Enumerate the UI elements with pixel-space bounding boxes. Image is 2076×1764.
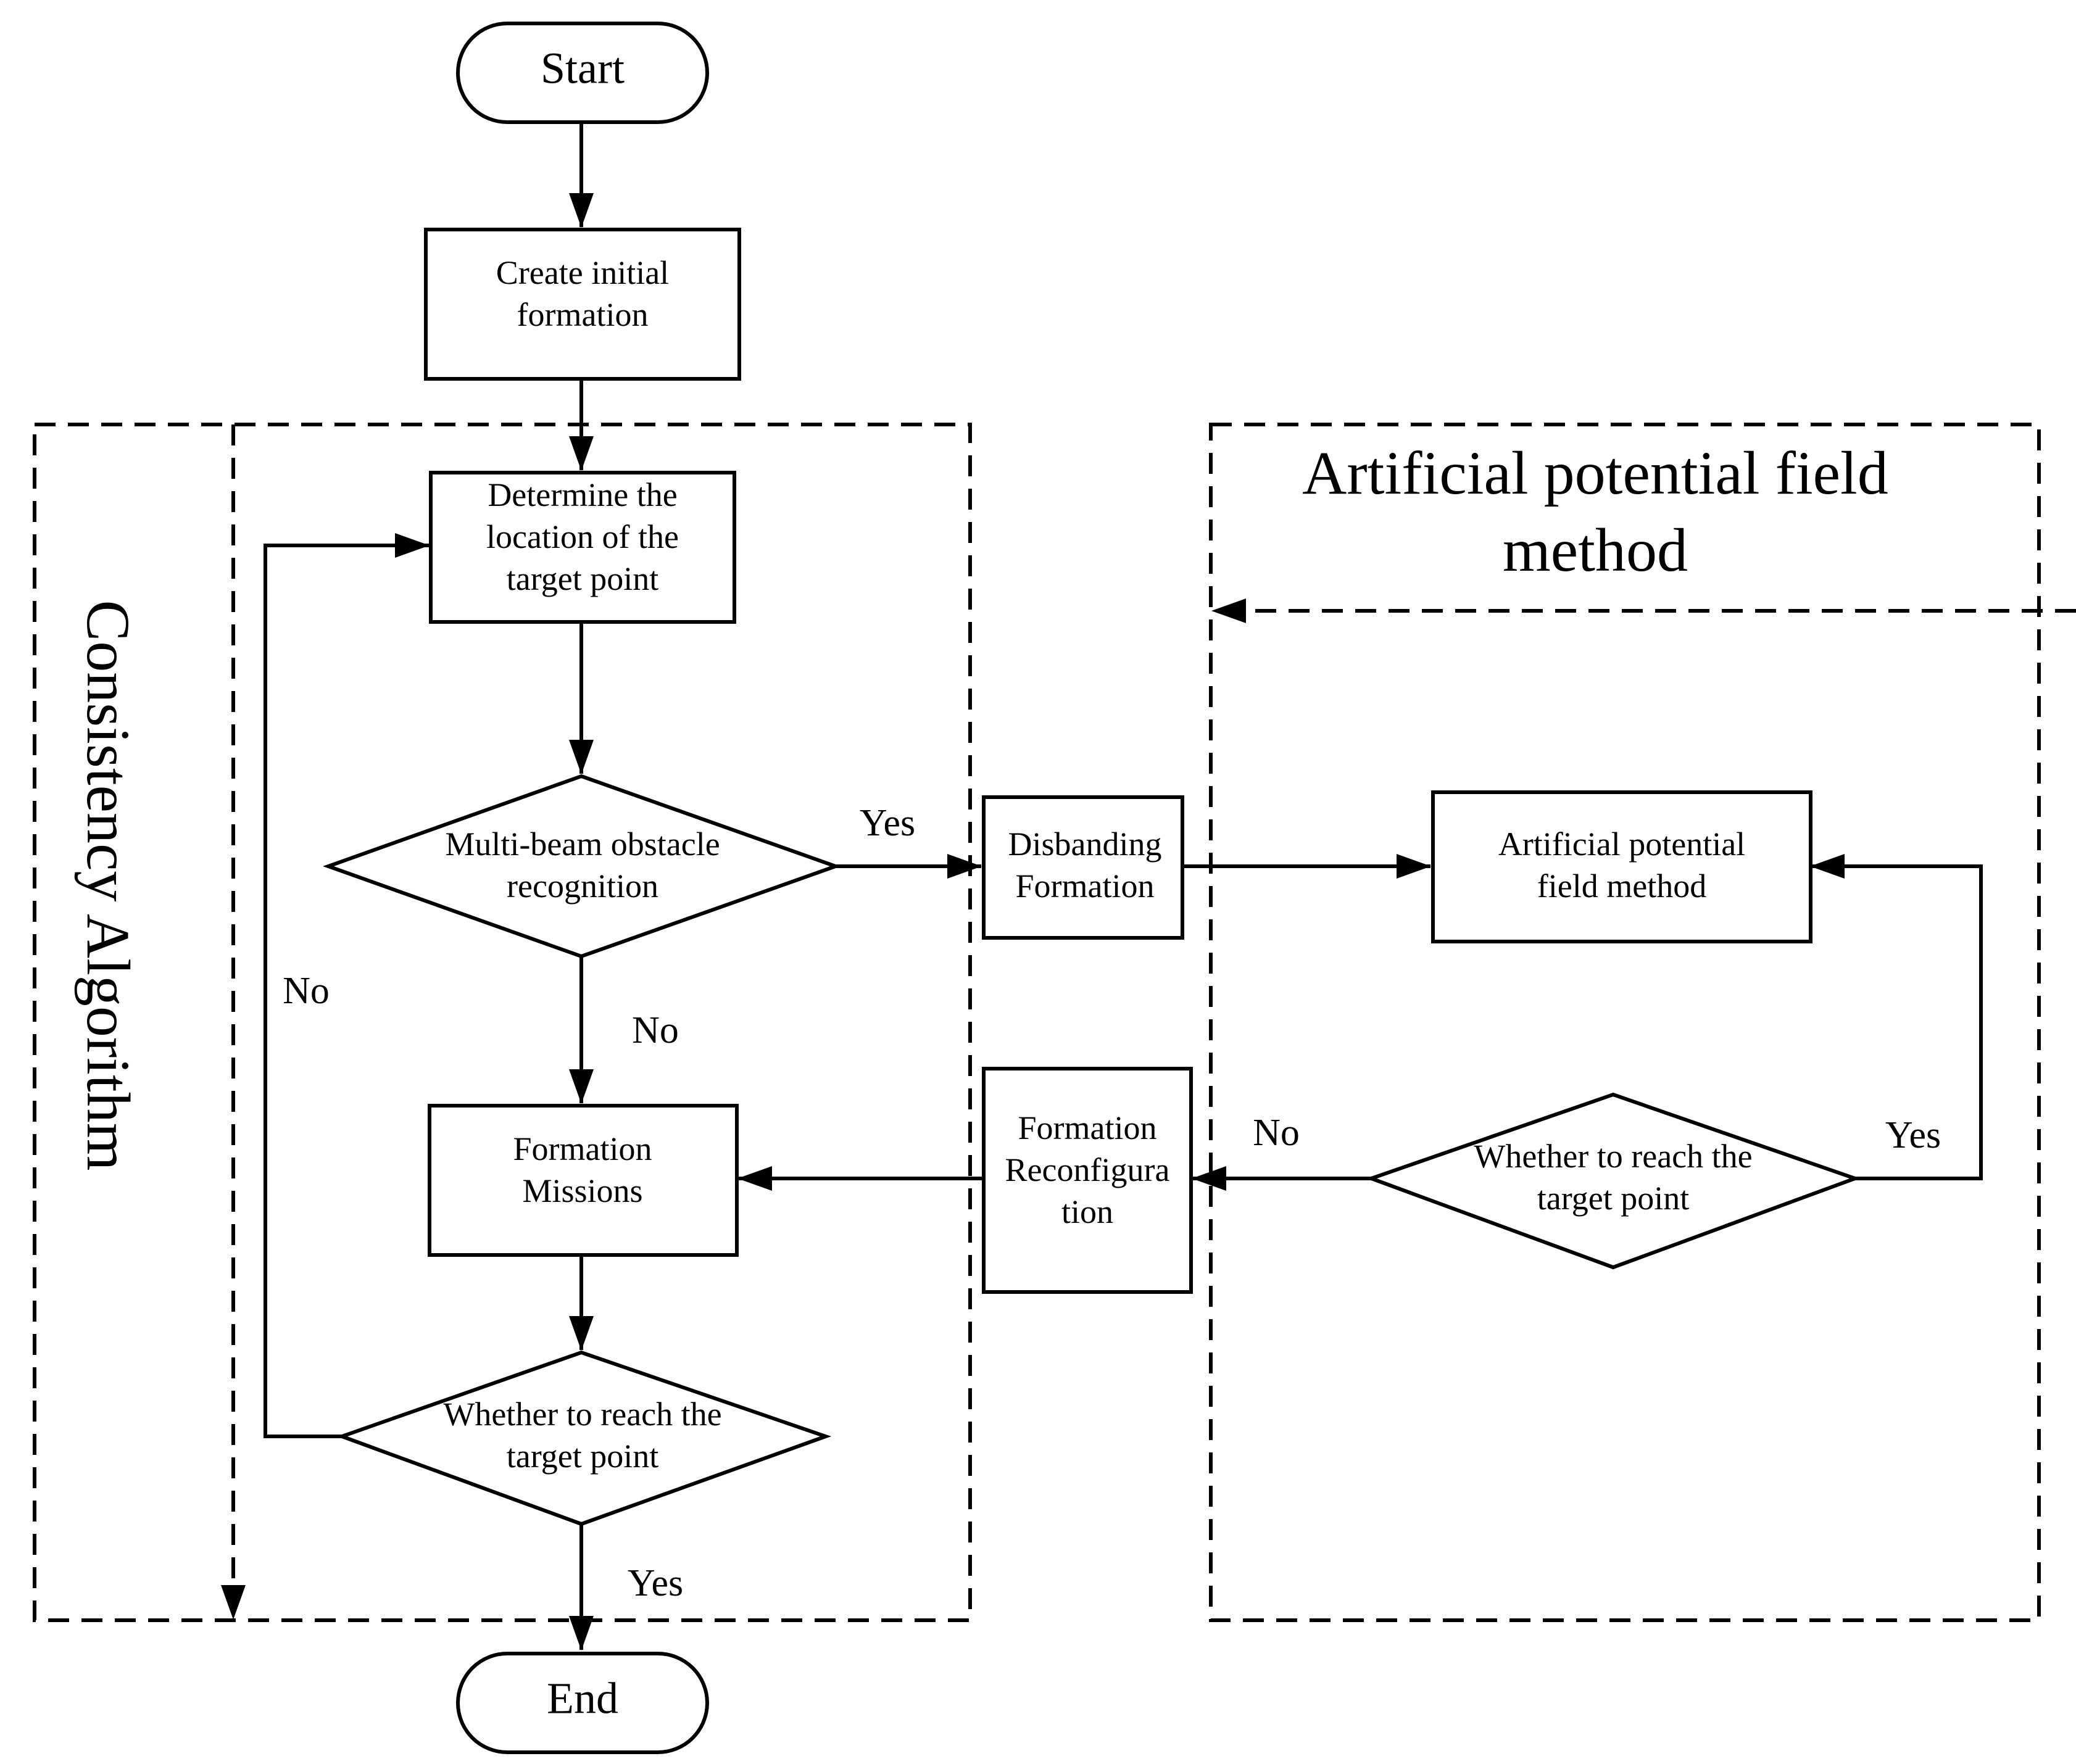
node-create-formation: Create initial formation	[424, 228, 741, 381]
process-shape	[429, 471, 736, 624]
process-shape	[982, 795, 1184, 940]
consistency-region-border	[33, 423, 972, 1622]
node-reach-target-right-line-2: target point	[1537, 1180, 1689, 1217]
node-determine-target: Determine the location of the target poi…	[429, 471, 736, 624]
node-start: Start	[456, 22, 709, 124]
node-apf-method: Artificial potential field method	[1431, 790, 1812, 943]
label-obstacle-yes: Yes	[860, 802, 915, 844]
node-disbanding-formation-line-2: Formation	[1016, 868, 1155, 905]
node-reach-target-right-line-1: Whether to reach the	[1474, 1138, 1752, 1175]
label-obstacle-no: No	[632, 1009, 679, 1051]
node-determine-target-line-2: location of the	[486, 518, 679, 555]
node-obstacle-recognition-line-1: Multi-beam obstacle	[445, 826, 720, 863]
decision-shape	[1366, 1092, 1861, 1270]
edge-right-yes-to-apf	[1810, 854, 1983, 1180]
node-reach-target-right: Whether to reach the target point	[1366, 1092, 1861, 1270]
node-end-label: End	[547, 1674, 618, 1723]
label-right-yes: Yes	[1885, 1114, 1941, 1156]
node-reach-target-left-line-2: target point	[507, 1438, 658, 1475]
edge-labels: Yes No No Yes No Yes	[283, 802, 1941, 1604]
node-apf-method-line-2: field method	[1537, 868, 1706, 905]
process-shape	[428, 1104, 739, 1257]
node-create-formation-line-2: formation	[517, 296, 649, 333]
apf-region-title-line-2: method	[1503, 516, 1688, 584]
node-formation-reconfiguration-line-1: Formation	[1018, 1109, 1157, 1146]
apf-region-title-line-1: Artificial potential field	[1302, 439, 1888, 507]
terminal-shape	[456, 22, 709, 124]
node-apf-method-line-1: Artificial potential	[1498, 826, 1745, 863]
node-start-label: Start	[541, 44, 625, 93]
node-formation-reconfiguration: Formation Reconfigura tion	[982, 1067, 1193, 1294]
terminal-shape	[456, 1652, 709, 1754]
edge-reach-no-loop	[264, 533, 430, 1438]
decision-shape	[323, 774, 841, 959]
label-loop-no: No	[283, 970, 330, 1012]
label-end-yes: Yes	[628, 1562, 683, 1604]
node-reach-target-left: Whether to reach the target point	[336, 1350, 832, 1526]
label-right-no: No	[1253, 1112, 1300, 1154]
node-determine-target-line-3: target point	[507, 560, 658, 597]
node-obstacle-recognition: Multi-beam obstacle recognition	[323, 774, 841, 959]
node-determine-target-line-1: Determine the	[488, 476, 677, 513]
node-formation-missions: Formation Missions	[428, 1104, 739, 1257]
decision-shape	[336, 1350, 832, 1526]
apf-region: Artificial potential field method	[1209, 423, 2076, 1622]
node-formation-reconfiguration-line-2: Reconfigura	[1005, 1151, 1170, 1188]
node-obstacle-recognition-line-2: recognition	[507, 868, 658, 905]
node-end: End	[456, 1652, 709, 1754]
node-formation-reconfiguration-line-3: tion	[1061, 1193, 1113, 1230]
process-shape	[982, 1067, 1193, 1294]
connectors	[264, 122, 1983, 1650]
node-formation-missions-line-1: Formation	[513, 1130, 652, 1167]
process-shape	[1431, 790, 1812, 943]
consistency-region: Consistency Algorithm	[33, 423, 972, 1622]
apf-region-border	[1209, 423, 2041, 1622]
node-disbanding-formation: Disbanding Formation	[982, 795, 1184, 940]
process-shape	[424, 228, 741, 381]
node-create-formation-line-1: Create initial	[496, 254, 669, 291]
node-reach-target-left-line-1: Whether to reach the	[443, 1396, 721, 1433]
node-disbanding-formation-line-1: Disbanding	[1008, 826, 1162, 863]
consistency-region-label: Consistency Algorithm	[74, 600, 143, 1171]
node-formation-missions-line-2: Missions	[522, 1172, 642, 1209]
